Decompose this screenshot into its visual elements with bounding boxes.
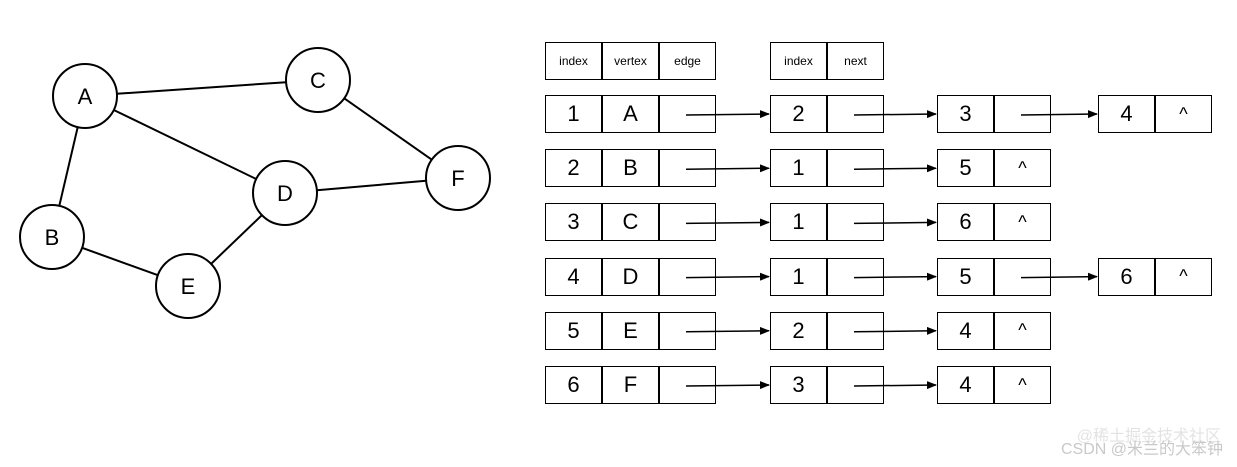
- edge-node-index-cell: 5: [937, 149, 994, 188]
- pointer-arrow: [853, 110, 937, 119]
- null-pointer-cell: ^: [1155, 95, 1212, 133]
- graph-node-label: D: [277, 181, 293, 206]
- vertex-name-cell: C: [602, 203, 659, 242]
- vertex-name-cell: E: [602, 311, 659, 350]
- pointer-arrow: [1020, 110, 1098, 119]
- graph-edge-d-e: [210, 214, 263, 265]
- vertex-index-cell: 6: [545, 366, 602, 404]
- vertex-table-header-vertex: vertex: [602, 42, 659, 80]
- edge-node-index-cell: 1: [770, 257, 827, 296]
- edge-node-index-cell: 1: [770, 149, 827, 188]
- graph-edge-b-e: [81, 246, 159, 277]
- edge-node-index-cell: 2: [770, 95, 827, 133]
- edge-node-header-index: index: [770, 42, 827, 80]
- edge-node-index-cell: 4: [937, 311, 994, 350]
- pointer-arrow: [685, 381, 770, 390]
- vertex-index-cell: 4: [545, 257, 602, 296]
- pointer-arrow: [853, 164, 937, 173]
- graph-node-e: [155, 253, 221, 319]
- graph-node-label: A: [78, 84, 93, 109]
- graph-edge-c-f: [343, 97, 433, 161]
- vertex-index-cell: 5: [545, 311, 602, 350]
- pointer-arrow: [685, 164, 770, 173]
- graph-node-d: [252, 160, 318, 226]
- edge-node-header-next: next: [827, 42, 884, 80]
- graph-node-label: B: [45, 225, 60, 250]
- pointer-arrow: [1020, 272, 1098, 281]
- pointer-arrow: [853, 272, 937, 281]
- edge-node-index-cell: 5: [937, 257, 994, 296]
- edge-node-index-cell: 4: [1098, 95, 1155, 133]
- undirected-graph: A B C D E F: [19, 47, 491, 319]
- edge-node-index-cell: 4: [937, 366, 994, 404]
- edge-node-index-cell: 3: [937, 95, 994, 133]
- null-pointer-cell: ^: [1155, 257, 1212, 296]
- pointer-arrow: [685, 218, 770, 227]
- graph-edge-a-c: [116, 81, 287, 95]
- graph-edge-d-f: [316, 179, 427, 192]
- pointer-arrow: [853, 326, 937, 335]
- vertex-table-header-edge: edge: [659, 42, 716, 80]
- vertex-name-cell: D: [602, 257, 659, 296]
- vertex-name-cell: A: [602, 95, 659, 133]
- null-pointer-cell: ^: [994, 366, 1051, 404]
- vertex-index-cell: 3: [545, 203, 602, 242]
- watermark-back: @稀土掘金技术社区: [1076, 428, 1221, 445]
- graph-edge-a-d: [113, 109, 257, 180]
- pointer-arrow: [685, 272, 770, 281]
- pointer-arrow: [685, 326, 770, 335]
- graph-node-f: [425, 145, 491, 211]
- edge-node-index-cell: 2: [770, 311, 827, 350]
- null-pointer-cell: ^: [994, 203, 1051, 242]
- vertex-name-cell: B: [602, 149, 659, 188]
- graph-node-label: F: [451, 166, 464, 191]
- vertex-table-header-index: index: [545, 42, 602, 80]
- vertex-index-cell: 2: [545, 149, 602, 188]
- edge-node-index-cell: 1: [770, 203, 827, 242]
- graph-node-label: C: [310, 68, 326, 93]
- edge-node-index-cell: 6: [937, 203, 994, 242]
- vertex-index-cell: 1: [545, 95, 602, 133]
- pointer-arrow: [853, 218, 937, 227]
- vertex-edge-pointer-cell: [659, 257, 716, 296]
- edge-node-index-cell: 3: [770, 366, 827, 404]
- graph-node-a: [52, 63, 118, 129]
- null-pointer-cell: ^: [994, 311, 1051, 350]
- null-pointer-cell: ^: [994, 149, 1051, 188]
- watermark: CSDN @米兰的大笨钟: [1060, 441, 1223, 458]
- graph-node-label: E: [181, 274, 196, 299]
- edge-node-next-cell: [827, 203, 884, 242]
- pointer-arrow: [853, 381, 937, 390]
- vertex-name-cell: F: [602, 366, 659, 404]
- vertex-edge-pointer-cell: [659, 149, 716, 188]
- edge-node-index-cell: 6: [1098, 257, 1155, 296]
- graph-edge-a-b: [58, 126, 79, 207]
- graph-node-c: [285, 47, 351, 113]
- vertex-edge-pointer-cell: [659, 95, 716, 133]
- graph-node-b: [19, 204, 85, 270]
- pointer-arrow: [685, 110, 770, 119]
